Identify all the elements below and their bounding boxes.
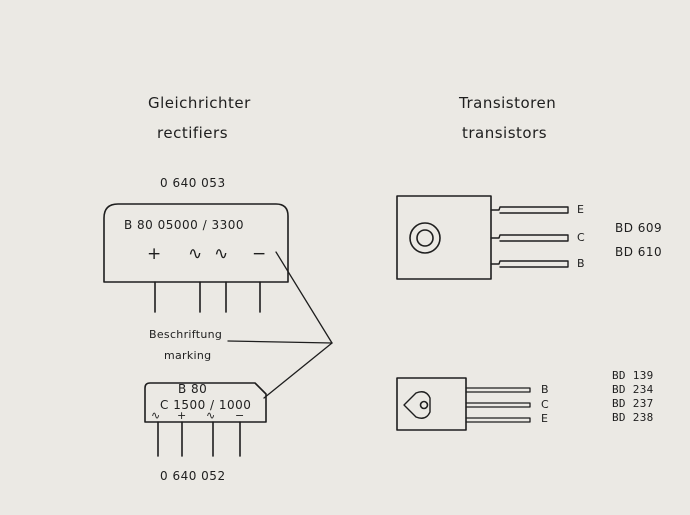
mounting-hole-outer: [409, 222, 441, 254]
small-transistor-body: [396, 377, 467, 431]
small-rectifier-terminal-plus: +: [177, 409, 187, 422]
large-rectifier-terminal-plus: +: [147, 244, 162, 264]
large-transistor-pin-e: E: [577, 203, 584, 216]
large-rectifier-part-number: 0 640 053: [160, 176, 226, 190]
large-rectifier-terminal-minus: −: [252, 244, 267, 264]
small-transistor-pin-b: B: [541, 383, 549, 396]
transistors-title-german: Transistoren: [459, 94, 557, 112]
small-transistor-type-1: BD 139: [612, 369, 654, 382]
large-transistor-pin-c: C: [577, 231, 585, 244]
large-transistor-type-1: BD 609: [615, 221, 663, 235]
small-rectifier-marking-line1: B 80: [178, 382, 208, 396]
large-rectifier-marking: B 80 05000 / 3300: [124, 218, 245, 232]
large-rectifier-terminal-ac-1: ∿: [188, 244, 203, 264]
large-transistor-type-2: BD 610: [615, 245, 663, 259]
small-transistor-pin-c: C: [541, 398, 549, 411]
small-rectifier-terminal-ac-2: ∿: [206, 409, 216, 422]
small-rectifier-terminal-minus: −: [235, 409, 245, 422]
large-transistor-body: [396, 195, 492, 280]
small-rectifier-leads: [157, 421, 241, 457]
marking-label-german: Beschriftung: [149, 328, 223, 341]
transistors-title-english: transistors: [462, 124, 548, 142]
large-rectifier-body: [103, 203, 289, 283]
small-transistor-type-3: BD 237: [612, 397, 654, 410]
small-rectifier-terminal-ac-1: ∿: [151, 409, 161, 422]
large-rectifier-leads: [154, 281, 261, 313]
small-transistor-type-2: BD 234: [612, 383, 654, 396]
large-transistor-leads: [490, 206, 569, 268]
small-rectifier-body: [144, 382, 267, 423]
small-rectifier-marking-line2: C 1500 / 1000: [160, 398, 252, 412]
rectifiers-title-german: Gleichrichter: [148, 94, 251, 112]
small-transistor-pin-e: E: [541, 412, 548, 425]
rectifiers-title-english: rectifiers: [157, 124, 229, 142]
mounting-hole-inner: [416, 229, 434, 247]
small-transistor-type-4: BD 238: [612, 411, 654, 424]
marking-callout-lines: [227, 251, 333, 399]
small-transistor-hole-center: [419, 400, 429, 410]
large-transistor-pin-b: B: [577, 257, 585, 270]
small-transistor-leads: [465, 387, 531, 423]
small-rectifier-part-number: 0 640 052: [160, 469, 226, 483]
marking-label-english: marking: [164, 349, 212, 362]
large-rectifier-terminal-ac-2: ∿: [214, 244, 229, 264]
small-transistor-hole: [403, 391, 431, 419]
